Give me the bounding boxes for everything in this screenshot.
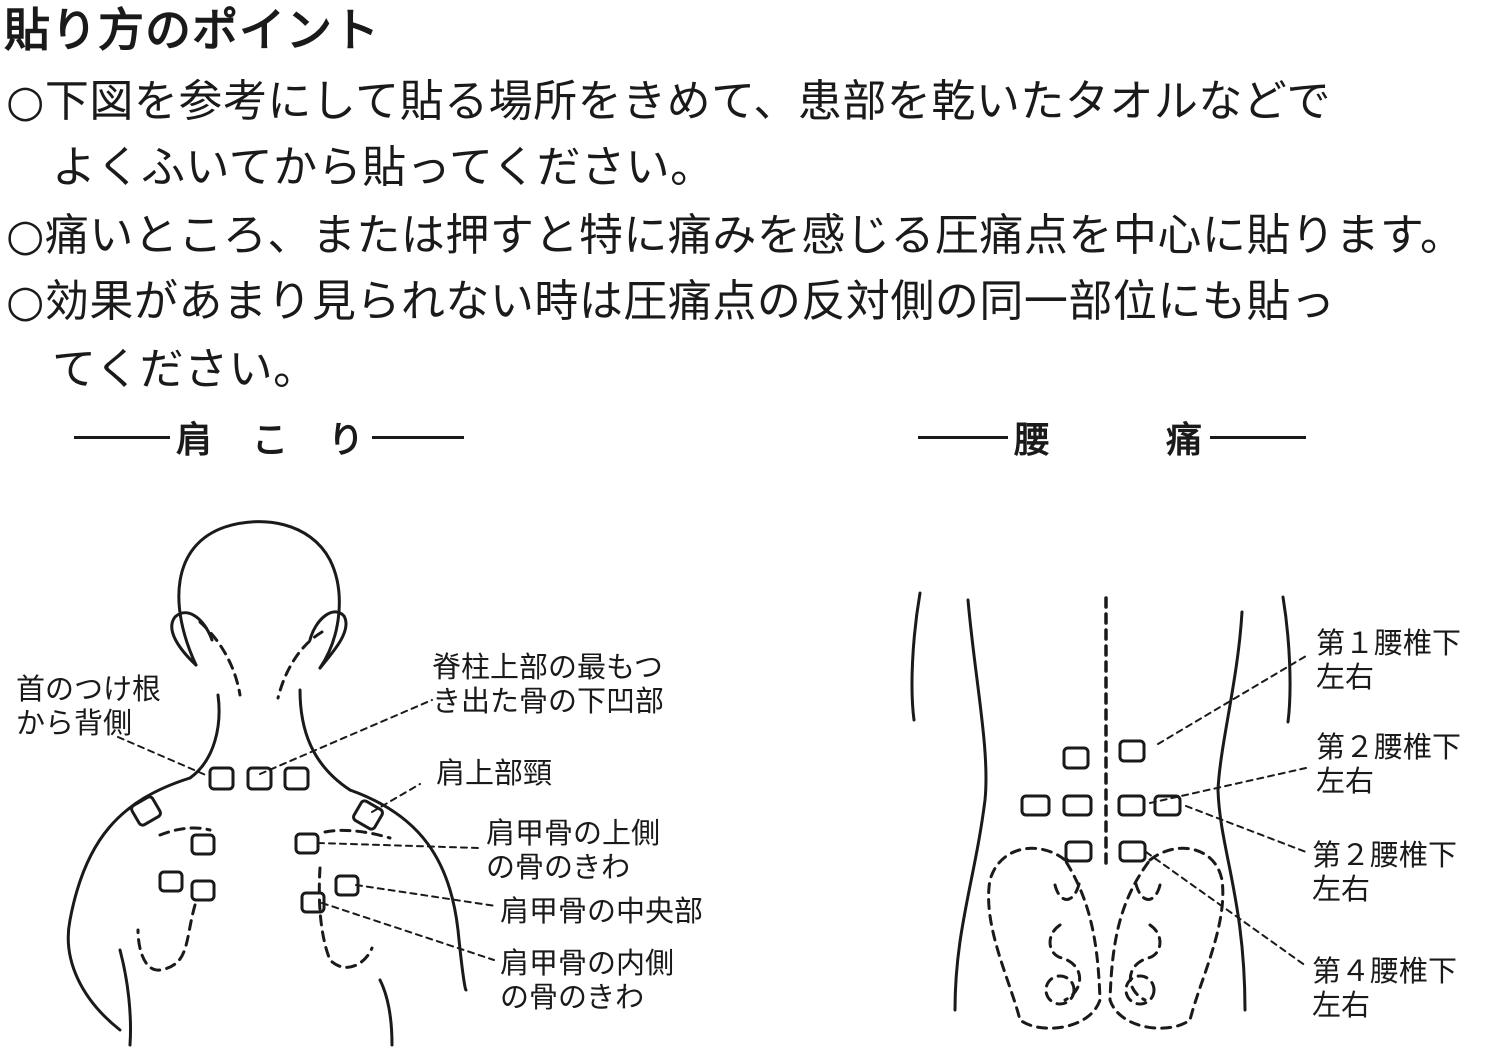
shoulder-leader-lines (117, 699, 497, 961)
lowback-section-heading: 腰 痛 (918, 412, 1307, 462)
label-scapula-inner: 肩甲骨の内側 の骨のきわ (500, 946, 675, 1014)
label-scapula-center: 肩甲骨の中央部 (500, 894, 704, 928)
heading-rule-left (918, 435, 1008, 439)
instruction-line-4: ○効果があまり見られない時は圧痛点の反対側の同一部位にも貼っ (6, 276, 1336, 327)
instruction-line-5: てください。 (52, 344, 318, 395)
label-lumbar-2b: 第２腰椎下 左右 (1312, 838, 1458, 906)
shoulder-heading-text: 肩 こ り (176, 420, 367, 461)
shoulder-back-figure (66, 520, 468, 1047)
instruction-line-2: よくふいてから貼ってください。 (52, 142, 715, 193)
shoulder-patches (130, 766, 384, 914)
label-shoulder-top: 肩上部頸 (436, 756, 553, 790)
lowback-heading-text: 腰 痛 (1014, 420, 1205, 461)
lowback-dashed-guides (987, 596, 1225, 1030)
heading-rule-left (74, 435, 170, 439)
shoulder-section-heading: 肩 こ り (74, 412, 465, 462)
label-lumbar-1: 第１腰椎下 左右 (1316, 626, 1462, 694)
page-title: 貼り方のポイント (4, 3, 380, 57)
instruction-line-3: ○痛いところ、または押すと特に痛みを感じる圧痛点を中心に貼ります。 (6, 210, 1465, 261)
label-spine-top: 脊柱上部の最もつ き出た骨の下凹部 (432, 650, 665, 718)
heading-rule-right (1210, 435, 1307, 439)
label-lumbar-2a: 第２腰椎下 左右 (1316, 730, 1462, 798)
label-lumbar-4: 第４腰椎下 左右 (1312, 954, 1458, 1022)
lowback-patches (1020, 739, 1182, 863)
lowback-figure (910, 591, 1292, 1012)
shoulder-dashed-guides (136, 620, 392, 972)
label-neck-base: 首のつけ根 から背側 (16, 672, 162, 740)
lowback-leader-lines (1145, 655, 1307, 967)
heading-rule-right (372, 435, 465, 439)
instruction-line-1: ○下図を参考にして貼る場所をきめて、患部を乾いたタオルなどで (6, 76, 1331, 127)
label-scapula-upper: 肩甲骨の上側 の骨のきわ (486, 816, 661, 884)
